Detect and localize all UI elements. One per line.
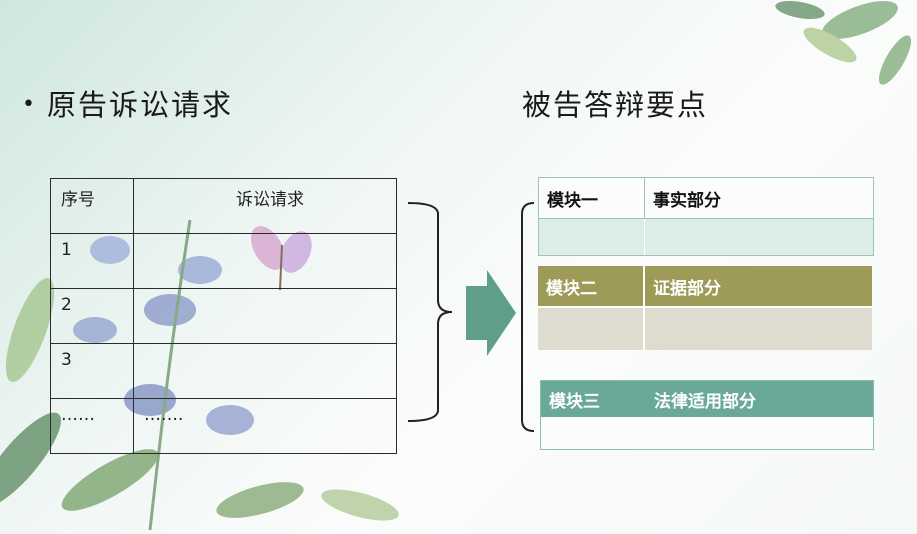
module-two-header: 模块二 证据部分 (538, 266, 872, 308)
row-claim (133, 288, 397, 344)
table-row: 1 (50, 233, 397, 289)
table-row: 2 (50, 288, 397, 344)
right-bracket (521, 202, 535, 432)
module-one-box: 模块一 事实部分 (538, 177, 874, 256)
module-three-header: 模块三 法律适用部分 (541, 381, 873, 417)
row-claim (133, 233, 397, 289)
row-claim: ……. (133, 398, 397, 454)
table-row: …… ……. (50, 398, 397, 454)
row-number: 3 (50, 343, 134, 399)
table-header-row: 序号 诉讼请求 (50, 178, 397, 234)
module-two-cell (538, 308, 645, 350)
module-three-label: 模块三 (549, 391, 600, 412)
module-three-title: 法律适用部分 (654, 391, 756, 412)
leaf-decoration-top-right (775, 1, 912, 85)
row-number: 1 (50, 233, 134, 289)
module-two-title: 证据部分 (653, 278, 721, 299)
row-number: 2 (50, 288, 134, 344)
row-claim (133, 343, 397, 399)
module-one-header: 模块一 事实部分 (539, 178, 873, 219)
column-header-claim: 诉讼请求 (133, 178, 397, 234)
module-three-box: 模块三 法律适用部分 (540, 380, 874, 450)
module-one-label: 模块一 (539, 178, 645, 218)
module-one-title: 事实部分 (653, 190, 721, 211)
column-header-number: 序号 (50, 178, 134, 234)
module-two-content-row (538, 308, 872, 350)
module-three-content-row (541, 417, 873, 449)
bullet-icon: • (22, 92, 37, 117)
plaintiff-claims-heading: •原告诉讼请求 (22, 88, 233, 122)
module-one-content-row (539, 219, 873, 255)
arrow-right-icon (466, 270, 516, 356)
module-two-box: 模块二 证据部分 (538, 266, 872, 350)
module-one-cell (539, 219, 645, 255)
module-two-label: 模块二 (538, 266, 645, 306)
defendant-points-heading: 被告答辩要点 (522, 88, 709, 122)
table-row: 3 (50, 343, 397, 399)
claims-table: 序号 诉讼请求 1 2 3 …… ……. (50, 178, 397, 454)
left-bracket (407, 202, 453, 422)
row-number: …… (50, 398, 134, 454)
